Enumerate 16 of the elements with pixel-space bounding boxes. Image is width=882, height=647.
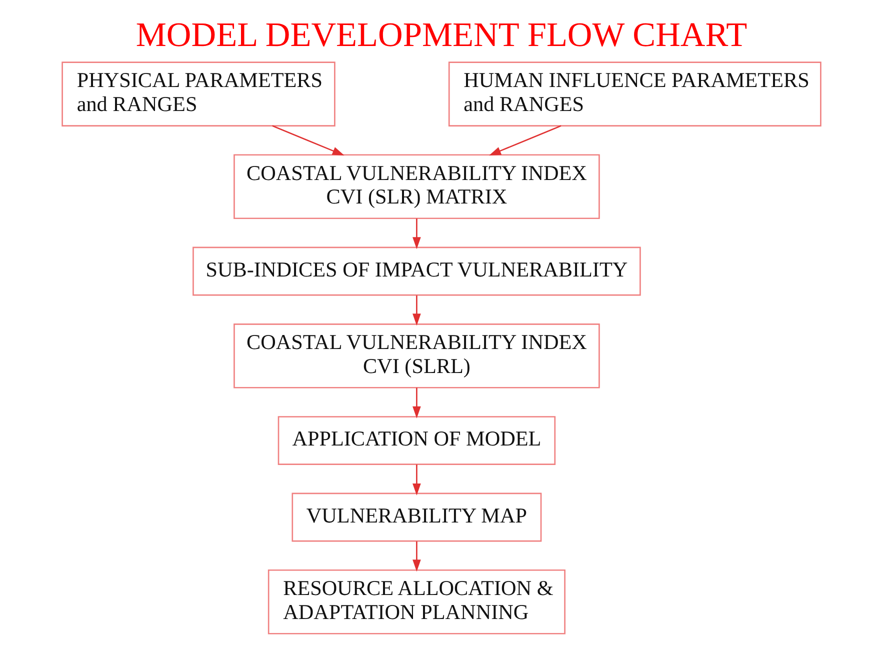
arrow <box>488 125 561 156</box>
arrow <box>412 388 420 418</box>
node-box: HUMAN INFLUENCE PARAMETERS and RANGES <box>448 62 821 126</box>
node-box: RESOURCE ALLOCATION & ADAPTATION PLANNING <box>267 569 565 634</box>
arrow <box>412 541 420 572</box>
node-box: COASTAL VULNERABILITY INDEX CVI (SLRL) <box>233 324 600 388</box>
node-box: COASTAL VULNERABILITY INDEX CVI (SLR) MATRIX <box>233 154 600 220</box>
node-box: PHYSICAL PARAMETERS and RANGES <box>61 62 335 126</box>
node-box: VULNERABILITY MAP <box>291 492 542 542</box>
diagram-title: MODEL DEVELOPMENT FLOW CHART <box>135 16 747 54</box>
node-box: APPLICATION OF MODEL <box>277 416 556 465</box>
node-box: SUB-INDICES OF IMPACT VULNERABILITY <box>192 246 640 296</box>
arrow <box>412 218 420 250</box>
arrow <box>412 295 420 326</box>
arrow <box>272 125 344 156</box>
arrow <box>412 464 420 496</box>
